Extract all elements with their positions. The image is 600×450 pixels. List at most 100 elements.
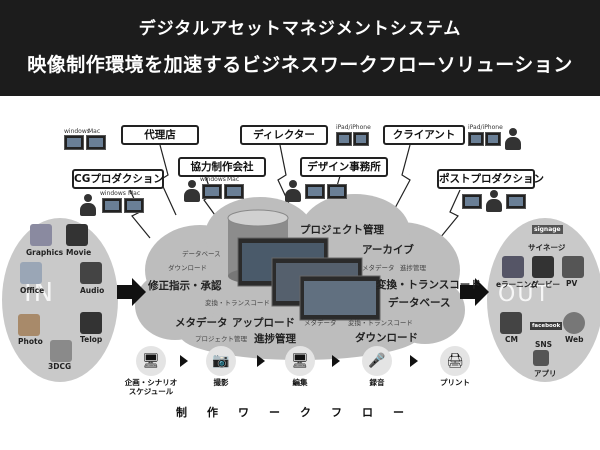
input-label-3dcg: 3DCG (48, 362, 72, 371)
tablet-icon (485, 132, 501, 146)
out-label: OUT (498, 282, 551, 307)
workflow-step-planning: 企画・シナリオ スケジュール (124, 378, 178, 396)
person-icon (285, 180, 301, 202)
cloud-term: 進捗管理 (400, 264, 426, 272)
workflow-step-shooting: 撮影 (213, 378, 229, 387)
output-label-elearning: eラーニング (496, 280, 539, 289)
device-label-mac: Mac (227, 176, 240, 183)
cloud-term: ダウンロード (355, 332, 418, 344)
arrow-out (460, 278, 489, 306)
3dcg-icon (50, 340, 72, 362)
monitor-icon: 🖥 (136, 346, 166, 376)
cloud-term: 進捗管理 (254, 333, 296, 345)
cloud-term: メタデータ (362, 264, 395, 272)
monitor-icon (64, 135, 84, 150)
pv-icon (562, 256, 584, 278)
partner-dairiten: 代理店 (121, 125, 199, 145)
partner-design: デザイン事務所 (300, 157, 388, 177)
workflow-arrow (180, 355, 188, 367)
device-label-ipad: iPad/iPhone (336, 124, 371, 131)
partner-director: ディレクター (240, 125, 328, 145)
audio-icon (80, 262, 102, 284)
output-label-web: Web (565, 335, 584, 344)
device-label-mac: Mac (128, 190, 141, 197)
telop-icon (80, 312, 102, 334)
software-windows (237, 237, 381, 321)
cloud-term: メタデータ (175, 317, 228, 329)
elearning-icon (502, 256, 524, 278)
monitor-icon (224, 184, 244, 199)
printer-icon: 🖨 (440, 346, 470, 376)
output-label-signage-jp: サイネージ (528, 243, 566, 252)
cloud-term: 変換・トランスコード (348, 319, 413, 327)
cloud-term: データベース (388, 297, 451, 309)
photo-icon (18, 314, 40, 336)
device-label-windows: windows (64, 128, 90, 135)
partner-cg: CGプロダクション (72, 169, 164, 189)
monitor-icon (506, 194, 526, 209)
partner-kyoryoku: 協力制作会社 (178, 157, 266, 177)
cloud-term: 変換・トランスコード (376, 279, 481, 291)
person-icon (80, 194, 96, 216)
movie-icon (66, 224, 88, 246)
cm-icon (500, 312, 522, 334)
monitor-icon (124, 198, 144, 213)
output-label-pv: PV (566, 279, 578, 288)
workflow-arrow (410, 355, 418, 367)
output-label-movie: ムービー (530, 280, 560, 289)
app-icon (533, 350, 549, 366)
workflow-caption: 制作ワークフロー (176, 406, 424, 419)
monitor-icon (86, 135, 106, 150)
monitor-icon (327, 184, 347, 199)
cloud-term: プロジェクト管理 (195, 335, 247, 343)
workflow-step-recording: 録音 (369, 378, 385, 387)
device-label-windows: windows (100, 190, 126, 197)
person-icon (184, 180, 200, 202)
arrow-in (117, 278, 146, 306)
input-label-graphics: Graphics (26, 248, 64, 257)
output-label-facebook: facebook (530, 322, 563, 330)
cloud-term: ダウンロード (168, 264, 207, 272)
web-icon (563, 312, 585, 334)
microphone-icon: 🎤 (362, 346, 392, 376)
partner-client: クライアント (383, 125, 465, 145)
edit-icon: 🖥 (285, 346, 315, 376)
title-banner: デジタルアセットマネジメントシステム 映像制作環境を加速するビジネスワークフロー… (0, 0, 600, 96)
partner-post: ポストプロダクション (437, 169, 544, 189)
cloud-term: データベース (182, 250, 221, 258)
workflow-arrow (332, 355, 340, 367)
cloud-term: メタデータ (304, 319, 337, 327)
cloud-term: 修正指示・承認 (148, 280, 222, 292)
device-label-ipad: iPad/iPhone (468, 124, 503, 131)
output-label-cm: CM (505, 335, 518, 344)
monitor-icon (102, 198, 122, 213)
monitor-icon (305, 184, 325, 199)
output-label-signage: signage (532, 225, 563, 234)
device-label-mac: Mac (88, 128, 101, 135)
cloud-term: アップロード (232, 317, 295, 329)
output-label-sns: SNS (535, 340, 553, 349)
movie-icon (532, 256, 554, 278)
output-label-app: アプリ (534, 369, 557, 378)
cloud-term: 変換・トランスコード (205, 299, 270, 307)
monitor-icon (462, 194, 482, 209)
workflow-step-editing: 編集 (292, 378, 308, 387)
input-label-telop: Telop (80, 335, 103, 344)
tablet-icon (468, 132, 484, 146)
office-icon (20, 262, 42, 284)
workflow-arrow (257, 355, 265, 367)
workflow-step-print: プリント (440, 378, 470, 387)
graphics-icon (30, 224, 52, 246)
input-label-movie: Movie (66, 248, 92, 257)
person-icon (486, 190, 502, 212)
input-label-audio: Audio (80, 286, 105, 295)
cloud-term: プロジェクト管理 (300, 224, 384, 236)
person-icon (505, 128, 521, 150)
camera-icon: 📷 (206, 346, 236, 376)
device-label-windows: windows (200, 176, 226, 183)
monitor-icon (202, 184, 222, 199)
input-ellipse (2, 218, 118, 382)
banner-title: デジタルアセットマネジメントシステム (138, 19, 462, 39)
input-label-office: Office (20, 286, 45, 295)
banner-subtitle: 映像制作環境を加速するビジネスワークフローソリューション (27, 54, 573, 76)
